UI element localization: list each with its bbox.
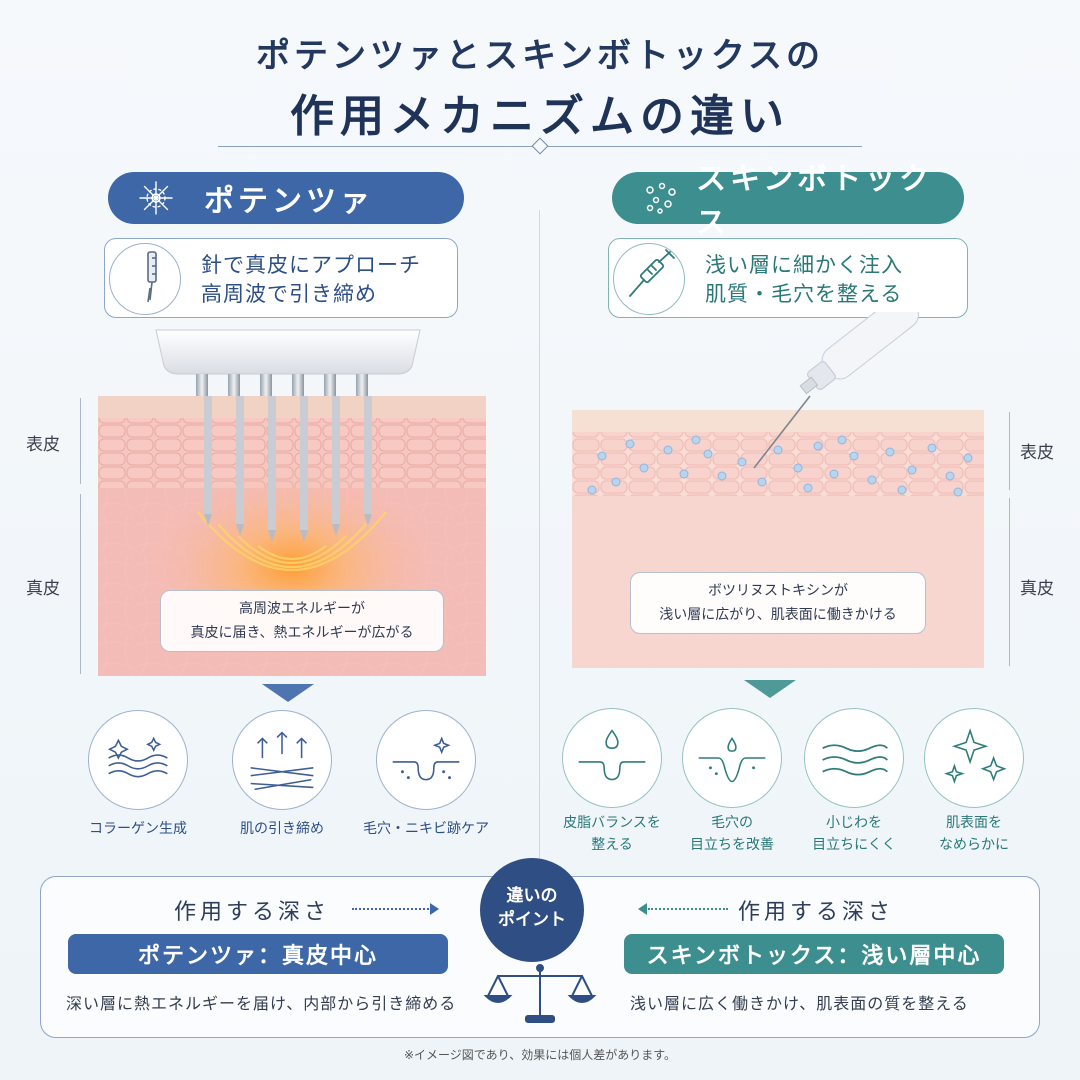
potenza-callout-line1: 高周波エネルギーが xyxy=(239,601,365,617)
sebum-label: 皮脂バランスを 整える xyxy=(548,812,676,856)
skinbotox-summary: 浅い層に広く働きかけ、肌表面の質を整える xyxy=(630,994,969,1013)
pore-improve-label-line1: 毛穴の xyxy=(711,815,753,831)
dots-cluster-icon xyxy=(646,182,676,214)
pore-improve-benefit-circle xyxy=(682,708,782,808)
skinbotox-callout-line2: 浅い層に広がり、肌表面に働きかける xyxy=(659,607,897,623)
page-title: 作用メカニズムの違い xyxy=(290,91,790,142)
disclaimer-footnote: ※イメージ図であり、効果には個人差があります。 xyxy=(403,1048,677,1062)
balance-scale-icon xyxy=(483,964,597,1023)
fine-lines-label-line1: 小じわを xyxy=(826,815,882,831)
pore-drop-icon xyxy=(698,736,766,783)
right-depth-label: 作用する深さ xyxy=(738,900,895,925)
potenza-depth-pill: ポテンツァ：真皮中心 xyxy=(68,934,448,974)
potenza-desc-line1: 針で真皮にアプローチ xyxy=(201,253,421,277)
pore-improve-label: 毛穴の 目立ちを改善 xyxy=(668,812,796,856)
right-epidermis-label: 表皮 xyxy=(1020,443,1054,463)
smooth-surface-benefit-circle xyxy=(924,708,1024,808)
difference-point-badge: 違いの ポイント xyxy=(480,858,584,962)
snowflake-icon xyxy=(139,181,173,215)
sebum-benefit-circle xyxy=(562,708,662,808)
lift-arrows-fibers-icon xyxy=(250,731,314,791)
dermis-bracket-left xyxy=(80,494,81,674)
epidermis-bracket-left xyxy=(80,398,81,484)
left-epidermis-label: 表皮 xyxy=(26,435,60,455)
wavy-collagen-sparkle-icon xyxy=(107,736,168,778)
tightening-benefit-circle xyxy=(232,710,332,810)
smooth-surface-label-line2: なめらかに xyxy=(939,837,1009,853)
collagen-benefit-circle xyxy=(88,710,188,810)
fine-lines-label-line2: 目立ちにくく xyxy=(812,837,896,853)
smooth-surface-label-line1: 肌表面を xyxy=(946,815,1002,831)
pore-improve-label-line2: 目立ちを改善 xyxy=(690,837,774,853)
potenza-callout-line2: 真皮に届き、熱エネルギーが広がる xyxy=(190,625,414,641)
skinbotox-depth-pill: スキンボトックス：浅い層中心 xyxy=(624,934,1004,974)
potenza-desc-line2: 高周波で引き締め xyxy=(201,282,377,306)
potenza-description: 針で真皮にアプローチ 高周波で引き締め xyxy=(104,238,458,318)
pore-sparkle-icon xyxy=(392,736,460,781)
potenza-callout: 高周波エネルギーが 真皮に届き、熱エネルギーが広がる xyxy=(160,590,444,652)
sebum-label-line1: 皮脂バランスを xyxy=(563,815,661,831)
right-pointing-arrow-icon xyxy=(430,903,439,915)
sparkles-icon xyxy=(944,728,1007,784)
pore-benefit-circle xyxy=(376,710,476,810)
tightening-label: 肌の引き締め xyxy=(240,821,324,837)
potenza-summary: 深い層に熱エネルギーを届け、内部から引き締める xyxy=(66,994,457,1013)
oil-drop-pore-icon xyxy=(578,729,646,781)
injection-needle-illustration xyxy=(753,312,919,469)
skinbotox-callout: ボツリヌストキシンが 浅い層に広がり、肌表面に働きかける xyxy=(630,572,926,634)
left-depth-label: 作用する深さ xyxy=(174,900,331,925)
title-line1: ポテンツァとスキンボトックスの xyxy=(256,36,824,76)
sebum-label-line2: 整える xyxy=(591,837,633,853)
dermis-bracket-right xyxy=(1004,498,1010,666)
skinbotox-description: 浅い層に細かく注入 肌質・毛穴を整える xyxy=(608,238,968,318)
skinbotox-callout-line1: ボツリヌストキシンが xyxy=(708,583,848,599)
potenza-header: ポテンツァ xyxy=(108,172,464,224)
collagen-label: コラーゲン生成 xyxy=(89,821,187,837)
pore-acne-label: 毛穴・ニキビ跡ケア xyxy=(363,821,489,837)
skinbotox-title: スキンボトックス xyxy=(696,162,934,241)
right-dermis-label: 真皮 xyxy=(1020,579,1054,599)
right-down-arrow-icon xyxy=(744,680,796,698)
smooth-waves-icon xyxy=(822,744,888,776)
skinbotox-desc-line2: 肌質・毛穴を整える xyxy=(705,282,903,306)
skinbotox-header: スキンボトックス xyxy=(612,162,964,241)
needle-tip-icon xyxy=(109,243,181,315)
potenza-title: ポテンツァ xyxy=(204,184,374,219)
point-line1: 違いの xyxy=(506,886,558,906)
smooth-surface-label: 肌表面を なめらかに xyxy=(910,812,1038,856)
point-line2: ポイント xyxy=(498,910,566,930)
syringe-icon xyxy=(613,243,685,315)
left-down-arrow-icon xyxy=(262,684,314,702)
left-dotted-arrow xyxy=(352,908,432,910)
right-dotted-arrow xyxy=(648,908,728,910)
skinbotox-desc-line1: 浅い層に細かく注入 xyxy=(705,253,903,277)
epidermis-bracket-right xyxy=(1004,412,1010,490)
fine-lines-benefit-circle xyxy=(804,708,904,808)
center-divider xyxy=(539,210,540,870)
left-dermis-label: 真皮 xyxy=(26,579,60,599)
fine-lines-label: 小じわを 目立ちにくく xyxy=(790,812,918,856)
left-pointing-arrow-icon xyxy=(638,903,647,915)
